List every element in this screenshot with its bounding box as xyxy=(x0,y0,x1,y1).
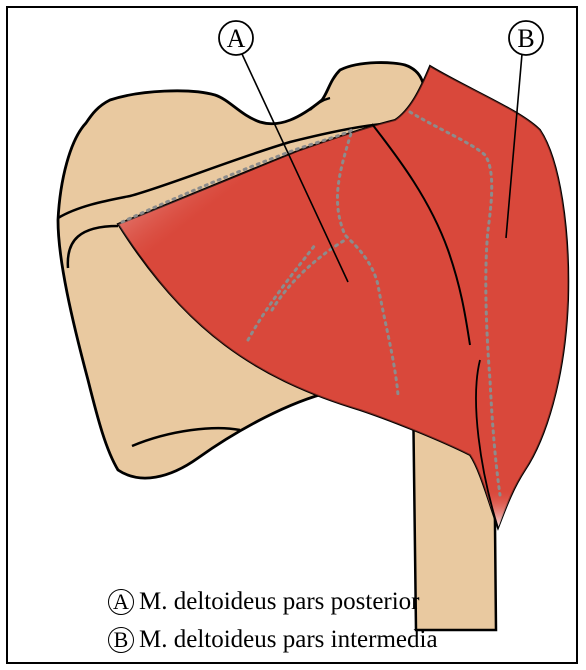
legend-badge-b: B xyxy=(108,627,134,653)
legend-text-a: M. deltoideus pars posterior xyxy=(139,588,420,616)
marker-b-label: B xyxy=(517,24,534,53)
legend-text-b: M. deltoideus pars intermedia xyxy=(139,626,438,654)
legend-item-a: A M. deltoideus pars posterior xyxy=(108,584,568,620)
marker-b: B xyxy=(509,21,543,55)
legend-item-b: B M. deltoideus pars intermedia xyxy=(108,622,568,658)
marker-a-label: A xyxy=(227,24,246,53)
marker-a: A xyxy=(219,21,253,55)
legend-badge-a: A xyxy=(108,589,134,615)
